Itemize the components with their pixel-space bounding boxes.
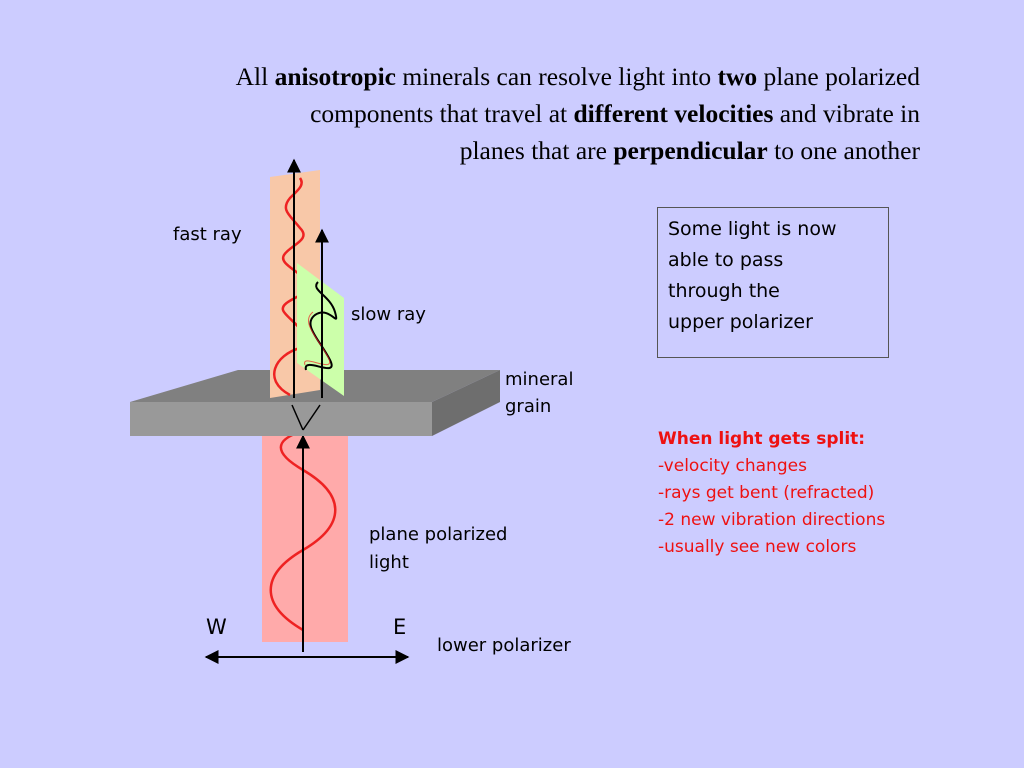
title-emphasis: different velocities xyxy=(573,99,774,128)
callout-line: Some light is now xyxy=(668,218,837,240)
title-text: planes that are xyxy=(459,136,614,165)
title-text: All xyxy=(235,62,275,91)
mineral-grain-label-2: grain xyxy=(505,396,552,417)
east-label: E xyxy=(393,615,407,639)
slow-ray-split-line xyxy=(302,404,321,431)
mineral-grain-side xyxy=(432,370,500,436)
callout-line: able to pass xyxy=(668,249,784,271)
slow-ray-label: slow ray xyxy=(351,304,426,325)
title-text: and vibrate in xyxy=(773,99,920,128)
split-notes: When light gets split: -velocity changes… xyxy=(658,426,885,561)
split-note-item: -usually see new colors xyxy=(658,537,857,557)
split-note-item: -rays get bent (refracted) xyxy=(658,483,875,503)
callout-line: through the xyxy=(668,280,780,302)
mineral-grain-front xyxy=(130,402,432,436)
west-label: W xyxy=(206,615,227,639)
upper-polarizer-callout: Some light is now able to pass through t… xyxy=(657,207,889,358)
plane-polarized-label-1: plane polarized xyxy=(369,524,508,545)
slow-ray-plane xyxy=(297,263,344,396)
lower-polarizer-label: lower polarizer xyxy=(437,635,571,656)
slow-ray-wave-red xyxy=(304,311,331,366)
split-note-item: -2 new vibration directions xyxy=(658,510,886,530)
title-text: components that travel at xyxy=(310,99,574,128)
fast-ray-label: fast ray xyxy=(173,224,242,245)
callout-line: upper polarizer xyxy=(668,311,813,333)
split-notes-heading: When light gets split: xyxy=(658,429,866,449)
fast-ray-split-line xyxy=(291,404,304,431)
title-emphasis: perpendicular xyxy=(613,136,768,165)
title-text: minerals can resolve light into xyxy=(395,62,718,91)
slide-title: All anisotropic minerals can resolve lig… xyxy=(60,58,920,169)
title-text: to one another xyxy=(767,136,920,165)
incoming-wave xyxy=(269,430,337,632)
title-emphasis: anisotropic xyxy=(274,62,396,91)
plane-polarized-label-2: light xyxy=(369,552,409,573)
title-text: plane polarized xyxy=(757,62,920,91)
split-note-item: -velocity changes xyxy=(658,456,807,476)
mineral-grain-label-1: mineral xyxy=(505,369,574,390)
title-emphasis: two xyxy=(717,62,758,91)
light-beam xyxy=(262,430,348,642)
slow-ray-wave xyxy=(304,281,338,371)
